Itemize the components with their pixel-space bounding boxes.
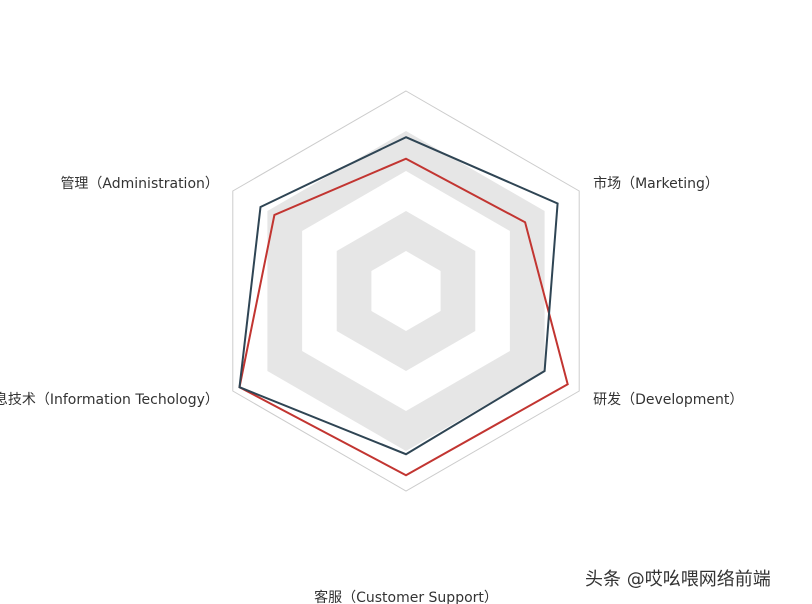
watermark-text: 头条 @哎吆喂网络前端 bbox=[585, 569, 771, 590]
axis-label-4: 客服（Customer Support） bbox=[314, 589, 498, 604]
axis-label-5: 信息技术（Information Techology） bbox=[0, 391, 219, 408]
split-area-1 bbox=[371, 251, 441, 331]
axis-label-3: 研发（Development） bbox=[593, 392, 743, 408]
series-1-line bbox=[238, 157, 569, 477]
axis-label-6: 管理（Administration） bbox=[60, 176, 218, 192]
split-line-outer bbox=[232, 90, 580, 492]
series-2-line bbox=[238, 136, 559, 456]
axis-label-1: 销售（sales） bbox=[360, 0, 452, 2]
axis-label-2: 市场（Marketing） bbox=[593, 175, 719, 192]
